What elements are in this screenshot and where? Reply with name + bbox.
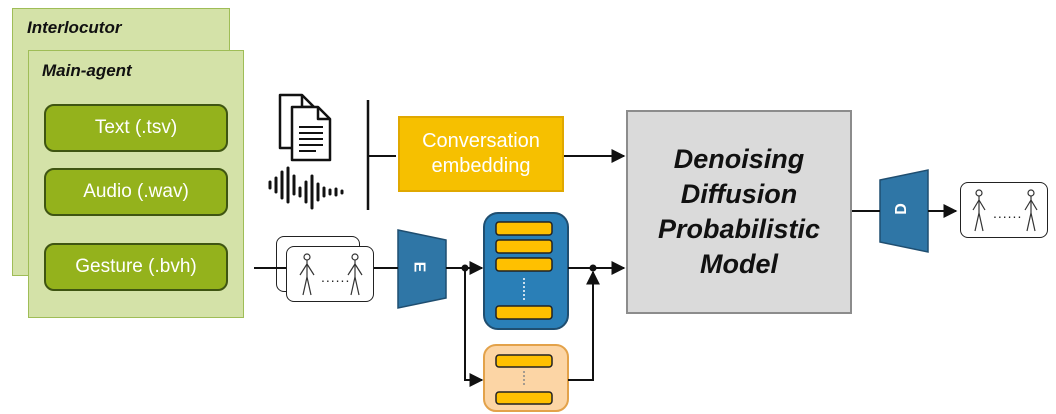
gesture-input-dots: ......	[321, 269, 351, 285]
conversation-line2: embedding	[431, 155, 531, 177]
gesture-modality-box: Gesture (.bvh)	[44, 243, 228, 291]
main-agent-label: Main-agent	[42, 61, 132, 80]
ddpm-line2: Diffusion	[680, 178, 798, 209]
conversation-line1: Conversation	[422, 130, 540, 152]
ddpm-line1: Denoising	[673, 143, 805, 174]
audio-modality-box: Audio (.wav)	[44, 168, 228, 216]
gesture-output-frame: ......	[960, 182, 1048, 238]
ddpm-line3: Probabilistic	[657, 214, 821, 244]
ddpm-box: Denoising Diffusion Probabilistic Model	[626, 110, 852, 314]
text-modality-box: Text (.tsv)	[44, 104, 228, 152]
codebook-main	[483, 212, 569, 330]
ddpm-line4: Model	[699, 249, 778, 280]
skeleton-output-icon	[972, 189, 1038, 232]
decoder-label: D	[892, 203, 910, 215]
skeleton-figure-icon	[299, 253, 363, 296]
gesture-output-dots: ......	[993, 205, 1023, 221]
encoder-label: E	[410, 261, 428, 273]
conversation-embedding-box: Conversation embedding	[398, 116, 564, 192]
interlocutor-label: Interlocutor	[27, 18, 122, 37]
codebook-secondary	[483, 344, 569, 412]
gesture-frame-front: ......	[286, 246, 374, 302]
